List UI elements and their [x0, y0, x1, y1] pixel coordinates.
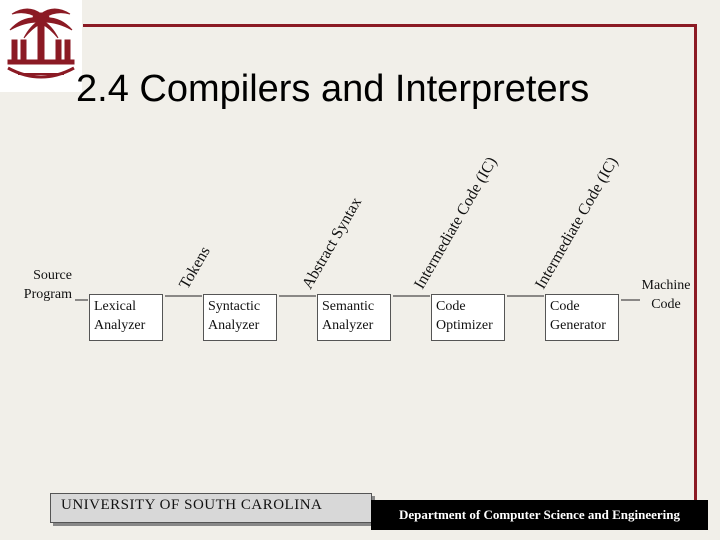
university-footer: UNIVERSITY OF SOUTH CAROLINA — [50, 493, 372, 523]
frame-top-border — [83, 24, 697, 27]
lexical-analyzer-box: Lexical Analyzer — [89, 294, 163, 341]
frame-right-border — [694, 24, 697, 500]
code-optimizer-box: Code Optimizer — [431, 294, 505, 341]
syntactic-analyzer-box: Syntactic Analyzer — [203, 294, 277, 341]
semantic-analyzer-box: Semantic Analyzer — [317, 294, 391, 341]
university-logo — [0, 0, 82, 92]
slide-title: 2.4 Compilers and Interpreters — [76, 68, 590, 110]
source-program-label: Source Program — [23, 268, 72, 302]
palmetto-tree-icon — [7, 8, 75, 79]
machine-code-label: Machine Code — [641, 278, 691, 312]
code-generator-box: Code Generator — [545, 294, 619, 341]
department-footer: Department of Computer Science and Engin… — [371, 500, 708, 530]
